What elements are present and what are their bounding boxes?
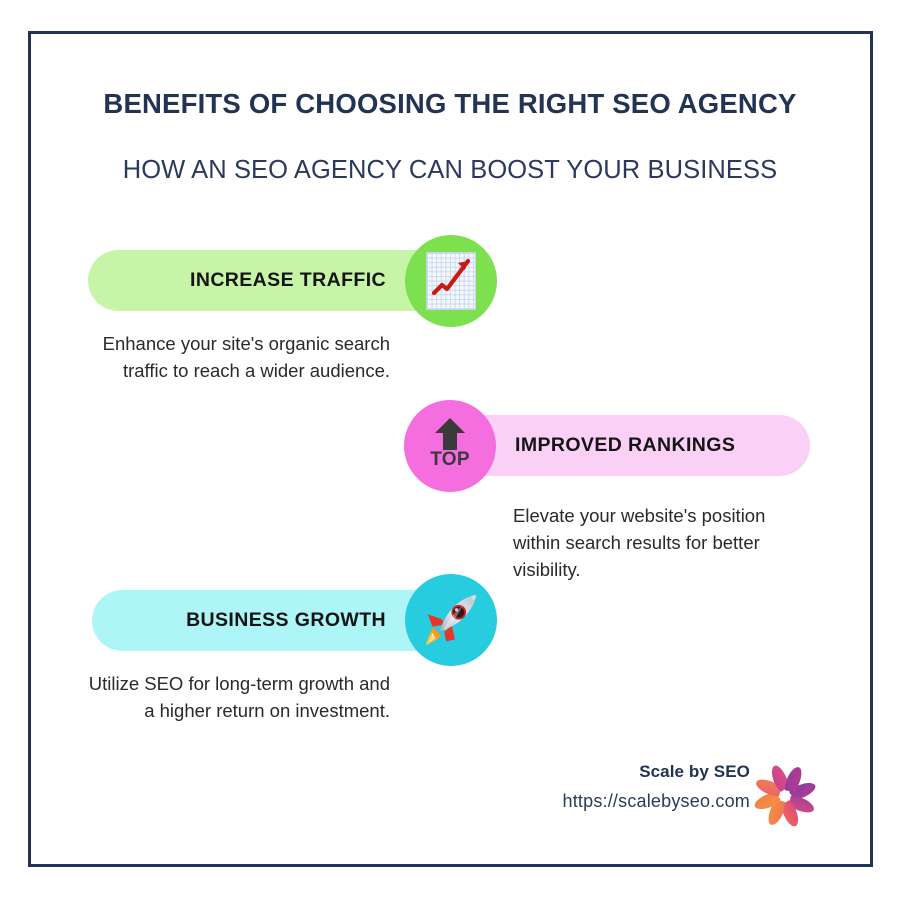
benefit-icon-circle	[405, 574, 497, 666]
benefit-icon-circle	[405, 235, 497, 327]
top-arrow-icon-label: TOP	[430, 449, 470, 470]
benefit-description: Utilize SEO for long-term growth and a h…	[88, 673, 390, 721]
benefit-pill: IMPROVED RANKINGS	[450, 415, 810, 476]
benefit-label: INCREASE TRAFFIC	[190, 269, 386, 291]
benefit-label: IMPROVED RANKINGS	[515, 434, 736, 456]
rocket-icon	[425, 594, 477, 646]
brand-url[interactable]: https://scalebyseo.com	[562, 791, 750, 811]
page-subtitle: HOW AN SEO AGENCY CAN BOOST YOUR BUSINES…	[122, 156, 778, 184]
benefit-label: BUSINESS GROWTH	[186, 609, 386, 631]
chart-up-icon-line	[431, 258, 471, 296]
benefit-icon-circle: TOP	[404, 400, 496, 492]
footer-brand-block: Scale by SEO https://scalebyseo.com	[500, 762, 750, 812]
up-arrow-glyph	[435, 418, 465, 450]
pinwheel-logo	[754, 765, 816, 827]
benefit-description: Enhance your site's organic search traff…	[102, 333, 390, 381]
benefit-pill: INCREASE TRAFFIC	[88, 250, 456, 311]
benefit-pill: BUSINESS GROWTH	[92, 590, 456, 651]
benefit-description: Elevate your website's position within s…	[513, 505, 766, 580]
brand-name: Scale by SEO	[639, 762, 750, 781]
chart-up-icon	[427, 253, 475, 309]
top-arrow-icon: TOP	[420, 415, 480, 477]
page-title: BENEFITS OF CHOOSING THE RIGHT SEO AGENC…	[103, 88, 797, 119]
